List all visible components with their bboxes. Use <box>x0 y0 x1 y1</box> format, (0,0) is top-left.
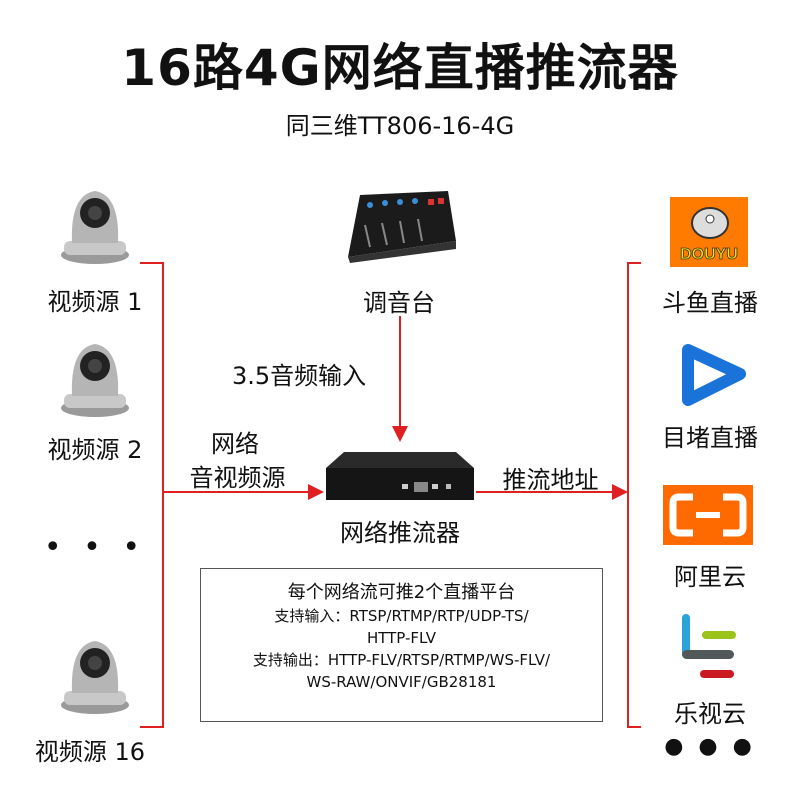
streamer-device-image <box>326 452 474 500</box>
more-sources: • • • <box>43 530 147 565</box>
arrow-line <box>162 491 312 493</box>
platform-label: 阿里云 <box>674 563 746 591</box>
connector-line <box>162 262 164 728</box>
connector-line <box>627 262 641 264</box>
mixer-label: 调音台 <box>363 289 435 317</box>
arrow-right-icon <box>612 484 628 500</box>
arrow-line <box>399 316 401 428</box>
source-label: 视频源 16 <box>34 738 146 766</box>
more-platforms: ● ● ● <box>664 734 756 759</box>
arrow-line <box>476 491 616 493</box>
platform-label: 斗鱼直播 <box>662 289 758 317</box>
connector-line <box>140 262 164 264</box>
source-label: 视频源 1 <box>47 288 143 316</box>
aliyun-logo <box>663 485 753 545</box>
network-source-line1: 网络 <box>211 430 259 458</box>
play-logo <box>682 344 746 406</box>
camera-icon <box>61 641 129 714</box>
arrow-down-icon <box>392 426 408 442</box>
info-line: 支持输出：HTTP-FLV/RTSP/RTMP/WS-FLV/ <box>252 651 551 669</box>
camera-icon <box>61 344 129 417</box>
audio-mixer-image <box>348 191 456 263</box>
connector-line <box>627 262 629 728</box>
source-label: 视频源 2 <box>47 436 143 464</box>
platform-label: 乐视云 <box>674 700 746 728</box>
info-line: HTTP-FLV <box>366 629 437 647</box>
camera-icon <box>61 191 129 264</box>
connector-line <box>140 726 164 728</box>
device-label: 网络推流器 <box>340 519 460 547</box>
arrow-right-icon <box>308 484 324 500</box>
page-title: 16路4G网络直播推流器 <box>121 39 679 97</box>
svg-text:DOUYU: DOUYU <box>680 246 738 263</box>
info-box: 每个网络流可推2个直播平台 支持输入：RTSP/RTMP/RTP/UDP-TS/… <box>200 568 603 722</box>
connector-line <box>627 726 641 728</box>
model-subtitle: 同三维TT806-16-4G <box>285 112 515 140</box>
letv-logo <box>682 614 736 678</box>
audio-input-label: 3.5音频输入 <box>232 362 367 390</box>
info-line: 支持输入：RTSP/RTMP/RTP/UDP-TS/ <box>274 607 529 625</box>
info-line: WS-RAW/ONVIF/GB28181 <box>306 673 497 691</box>
network-source-line2: 音视频源 <box>189 464 286 492</box>
douyu-logo: DOUYU <box>670 197 748 267</box>
platform-label: 目堵直播 <box>662 424 758 452</box>
info-line: 每个网络流可推2个直播平台 <box>287 582 516 603</box>
push-address-label: 推流地址 <box>502 466 599 494</box>
